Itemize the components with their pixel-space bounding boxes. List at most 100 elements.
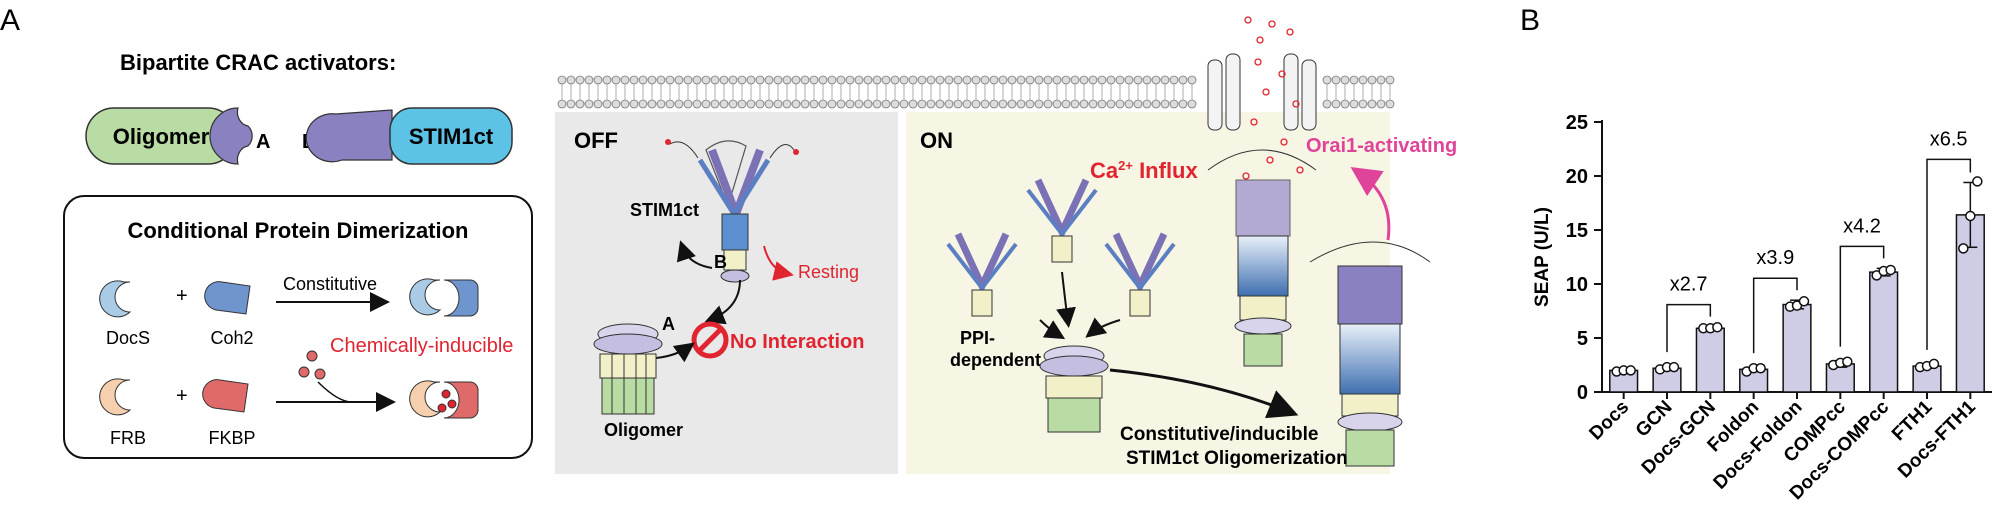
lipid-head [782, 99, 792, 109]
lipid-head [845, 99, 855, 109]
lipid-head [1160, 99, 1170, 109]
lipid-head [989, 99, 999, 109]
lipid-head [611, 75, 621, 85]
docs-coh2-complex-coh [443, 279, 479, 317]
calcium-ion [1242, 172, 1250, 180]
oligomerization-arrow [1109, 368, 1299, 419]
lipid-head [1331, 99, 1341, 109]
lipid-head [899, 99, 909, 109]
lipid-head [647, 99, 657, 109]
cell-membrane [557, 75, 1395, 109]
lipid-head [629, 75, 639, 85]
lipid-head [638, 75, 648, 85]
lipid-head [1376, 99, 1386, 109]
on-arrow-1 [1039, 319, 1066, 340]
calcium-ion [1296, 166, 1304, 174]
off-b-arrow [676, 240, 713, 269]
significance-bracket [1839, 245, 1885, 347]
lipid-head [584, 99, 594, 109]
lipid-head [719, 99, 729, 109]
cpd-title: Conditional Protein Dimerization [127, 218, 468, 243]
lipid-head [575, 99, 585, 109]
lipid-head [1115, 75, 1125, 85]
lipid-head [701, 75, 711, 85]
lipid-head [1115, 99, 1125, 109]
bar [1869, 271, 1899, 393]
lipid-head [881, 99, 891, 109]
plus-1: + [176, 285, 188, 307]
calcium-ion [1286, 28, 1294, 36]
resting-label: Resting [798, 262, 859, 282]
y-tick-label: 10 [1566, 274, 1588, 296]
lipid-head [1106, 99, 1116, 109]
lipid-head [836, 99, 846, 109]
lipid-head [944, 75, 954, 85]
fkbp-shape [202, 379, 249, 413]
lipid-head [890, 75, 900, 85]
lipid-head [1322, 75, 1332, 85]
calcium-ions [1242, 16, 1304, 180]
lipid-head [863, 99, 873, 109]
lipid-head [953, 75, 963, 85]
lipid-head [962, 75, 972, 85]
off-oligomer [593, 323, 663, 415]
fkbp-label: FKBP [208, 428, 255, 448]
lipid-head [908, 99, 918, 109]
lipid-head [1034, 75, 1044, 85]
lipid-head [1061, 99, 1071, 109]
lipid-head [701, 99, 711, 109]
lipid-head [1070, 99, 1080, 109]
lipid-head [980, 99, 990, 109]
docs-shape [99, 280, 132, 318]
lipid-head [683, 99, 693, 109]
lipid-head [647, 75, 657, 85]
lipid-head [1025, 75, 1035, 85]
lipid-head [1007, 99, 1017, 109]
lipid-head [1088, 99, 1098, 109]
lipid-head [836, 75, 846, 85]
lipid-head [593, 99, 603, 109]
coh2-shape [204, 281, 251, 315]
lipid-head [881, 75, 891, 85]
lipid-head [1358, 75, 1368, 85]
lipid-head [737, 99, 747, 109]
significance-bracket [1926, 158, 1972, 350]
data-point [1885, 264, 1896, 276]
constitutive-label: Constitutive [283, 274, 377, 294]
off-label: OFF [574, 128, 618, 153]
lipid-head [665, 75, 675, 85]
lipid-head [656, 75, 666, 85]
lipid-head [1016, 99, 1026, 109]
lipid-head [656, 99, 666, 109]
lipid-head [1187, 99, 1197, 109]
frb-fkbp-complex-frb [409, 380, 442, 418]
lipid-head [692, 75, 702, 85]
lipid-head [1340, 75, 1350, 85]
lipid-head [935, 99, 945, 109]
lipid-head [872, 99, 882, 109]
lipid-head [1151, 75, 1161, 85]
lipid-head [1349, 75, 1359, 85]
inducer-curve [317, 381, 353, 403]
data-point [1668, 361, 1680, 373]
lipid-head [791, 99, 801, 109]
panel-b-letter: B [1520, 4, 1540, 37]
lipid-head [611, 99, 621, 109]
calcium-ion [1292, 100, 1300, 108]
lipid-head [1097, 75, 1107, 85]
coh2-label: Coh2 [210, 328, 253, 348]
data-point [1972, 176, 1983, 187]
lipid-head [1142, 75, 1152, 85]
data-point [1798, 296, 1810, 307]
data-point [1928, 358, 1940, 370]
lipid-head [620, 99, 630, 109]
lipid-head [665, 99, 675, 109]
lipid-head [1043, 75, 1053, 85]
lipid-head [863, 75, 873, 85]
frb-fkbp-complex-fkbp [443, 381, 479, 419]
ppi-label-1: PPI- [960, 328, 995, 348]
on-oligomerized-stim [1309, 241, 1431, 467]
lipid-head [1052, 99, 1062, 109]
lipid-head [764, 99, 774, 109]
calcium-ion [1262, 88, 1270, 96]
